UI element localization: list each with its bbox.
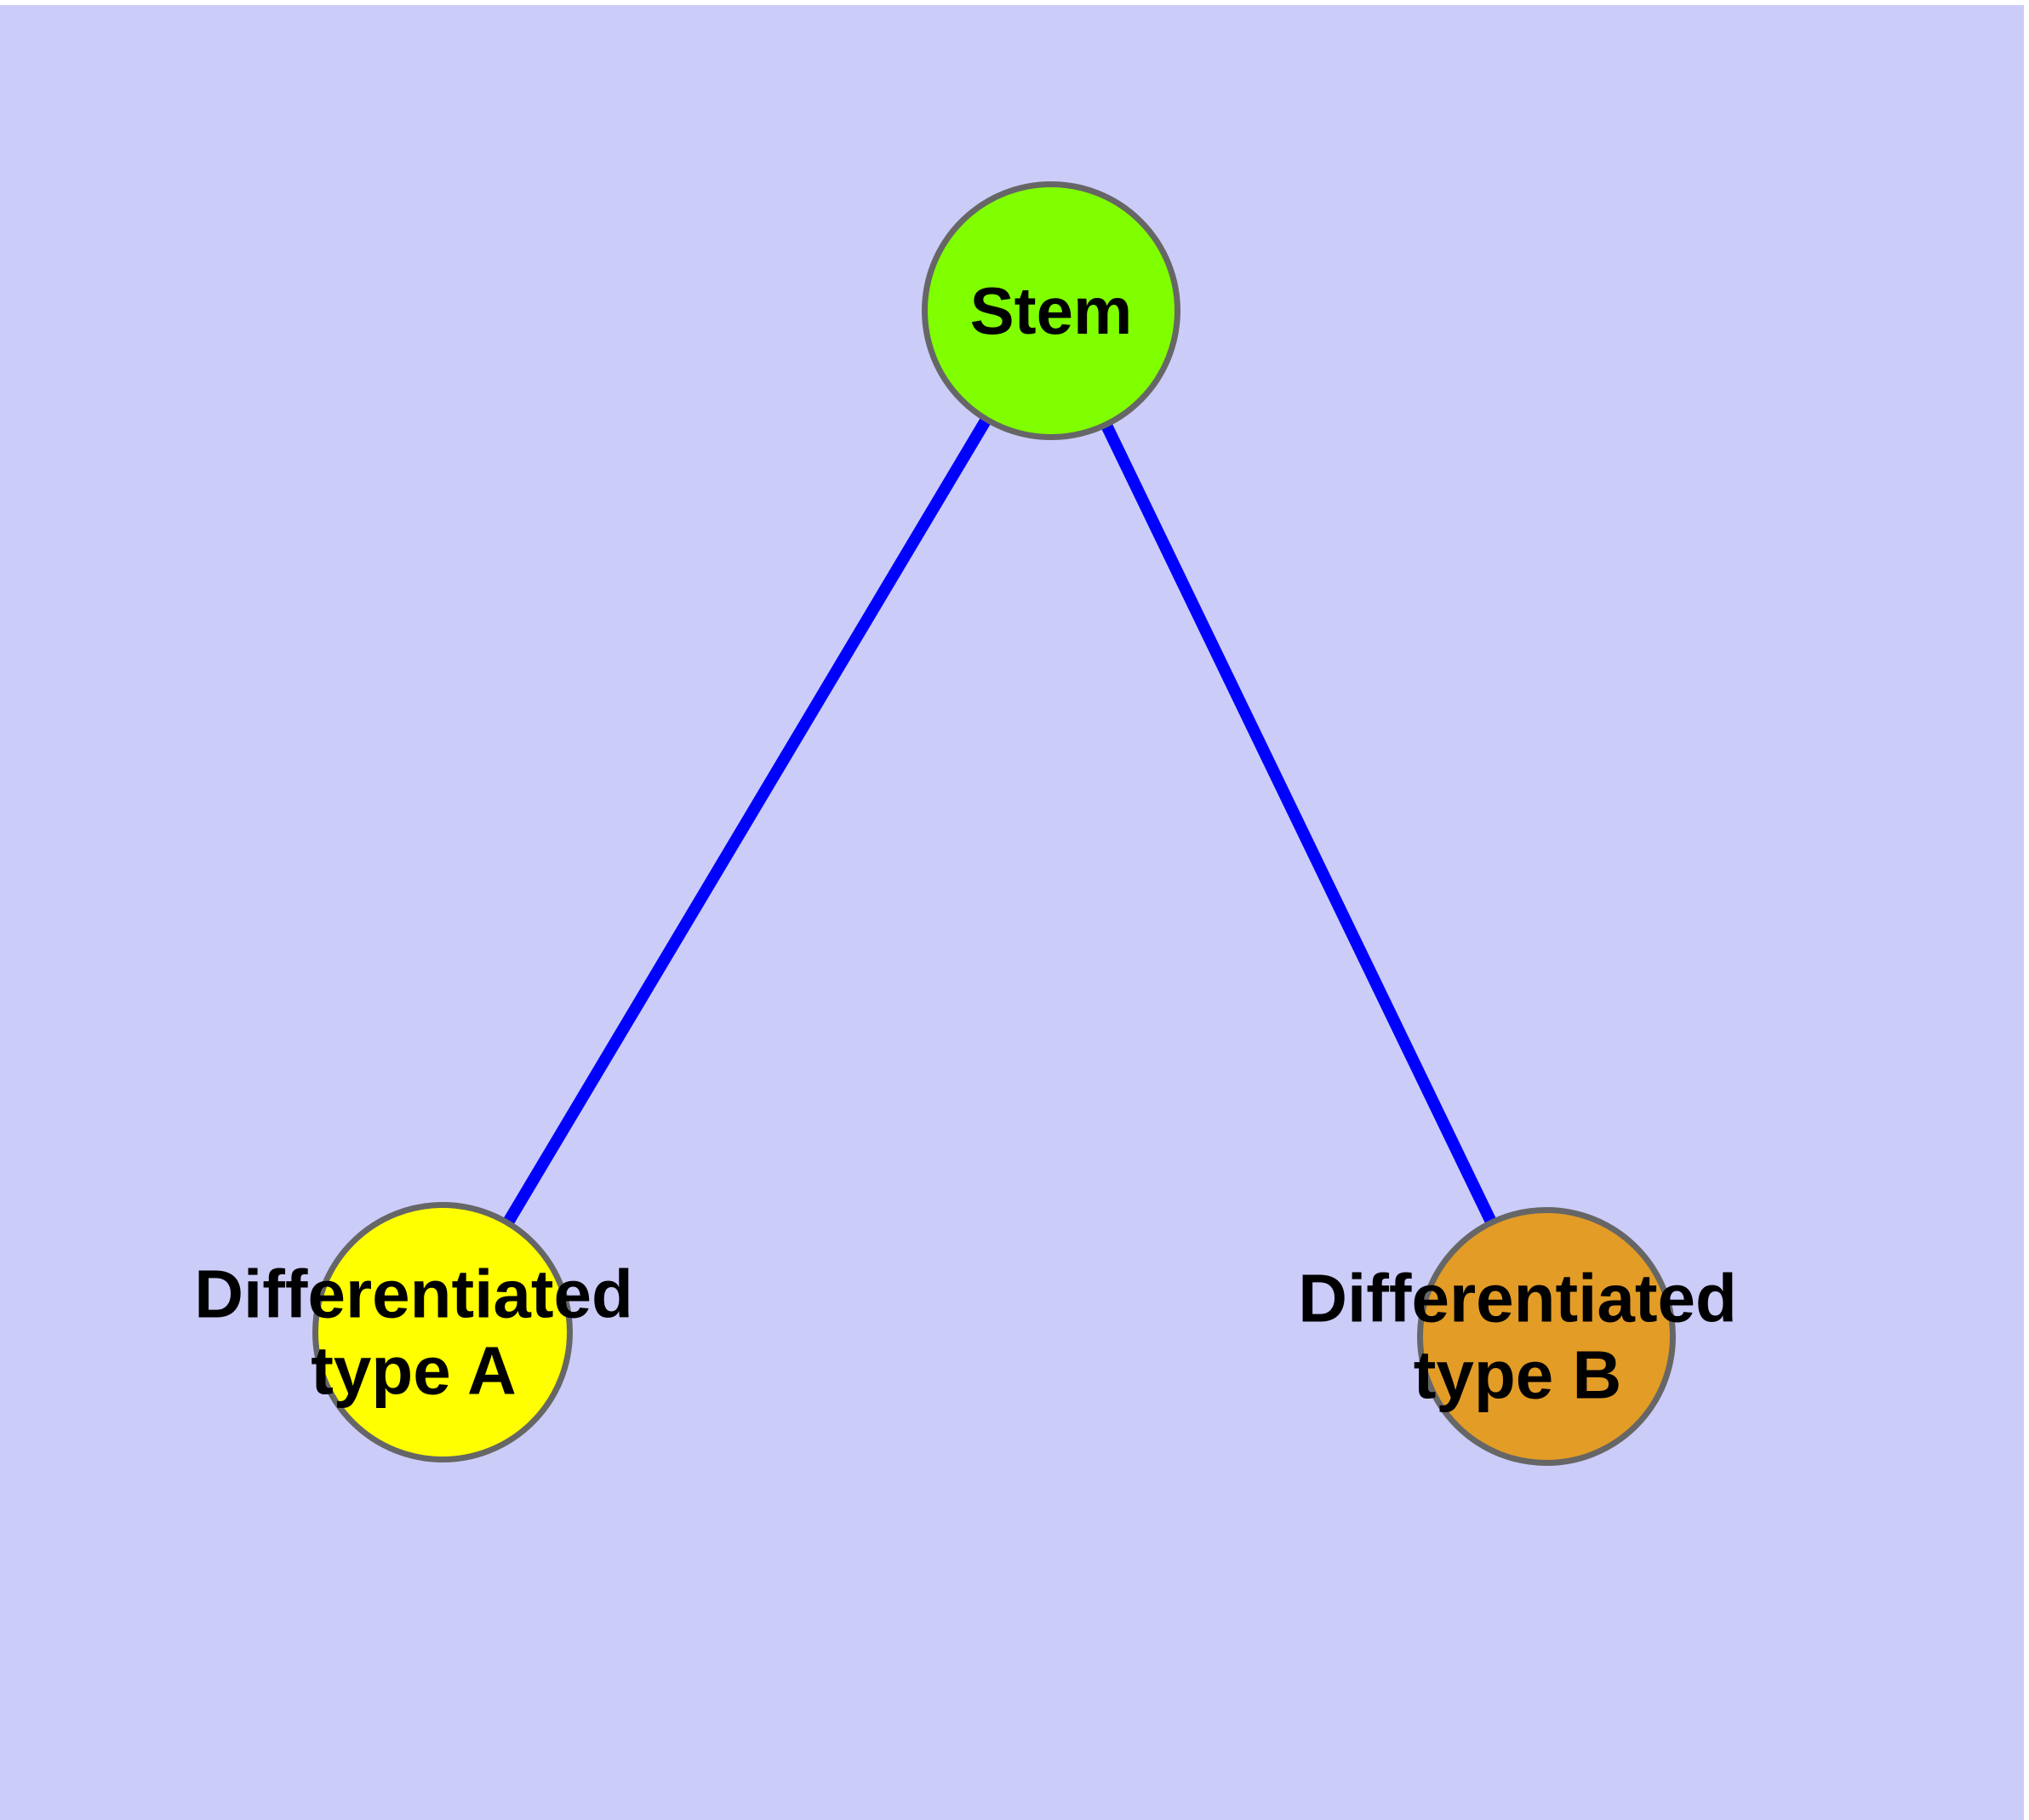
node-label-line: Differentiated <box>194 1256 633 1332</box>
edges-layer <box>502 415 1497 1227</box>
node-label-line: type B <box>1414 1336 1622 1412</box>
node-stem[interactable] <box>922 181 1180 440</box>
node-diff_a[interactable] <box>312 1202 573 1462</box>
nodes-layer <box>312 181 1676 1466</box>
node-label-line: Differentiated <box>1298 1261 1737 1336</box>
node-label-line: Stem <box>970 273 1133 348</box>
edge-stem-diff-b <box>1100 421 1497 1226</box>
node-diff_b[interactable] <box>1417 1207 1676 1466</box>
node-label-line: type A <box>311 1332 517 1408</box>
node-label-stem: Stem <box>970 273 1133 348</box>
edge-stem-diff-a <box>502 415 992 1227</box>
